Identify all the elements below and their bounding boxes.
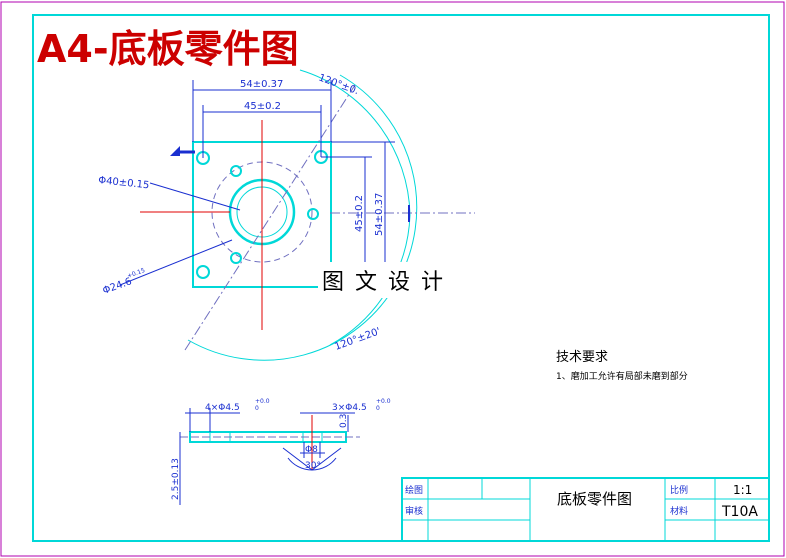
material-value: T10A <box>721 504 758 520</box>
section-view: 4×Φ4.5 +0.0 0 3×Φ4.5 +0.0 0 0.3 2.5±0.13… <box>171 398 391 505</box>
angle-bottom-label: 120°±20' <box>333 326 382 353</box>
holes-right-tol-upper: +0.0 <box>376 398 391 405</box>
leader-bore <box>149 182 241 211</box>
pitch-hole <box>230 252 242 264</box>
dim-outer-width: 54±0.37 <box>240 79 283 90</box>
dim-outer-height: 54±0.37 <box>374 193 385 236</box>
slot-dia-label: Φ8 <box>305 445 318 455</box>
slot-angle-arc <box>287 457 337 471</box>
dim-bore-dia: Φ40±0.15 <box>98 175 150 191</box>
material-label: 材料 <box>670 505 688 517</box>
title-block-frame <box>401 477 770 542</box>
holes-right-label: 3×Φ4.5 <box>332 403 367 413</box>
scale-label: 比例 <box>670 484 688 496</box>
drawing-title: A4-底板零件图 <box>37 27 299 71</box>
notes-item-1: 1、磨加工允许有局部未磨到部分 <box>556 370 688 382</box>
watermark-bg <box>318 262 468 298</box>
dim-inner-width: 45±0.2 <box>244 101 281 112</box>
main-view: 54±0.37 45±0.2 54±0.37 45±0.2 120°±0. 12… <box>98 69 475 361</box>
pitch-hole <box>230 165 242 177</box>
holes-right-tol-lower: 0 <box>376 405 380 412</box>
holes-left-tol-lower: 0 <box>255 405 259 412</box>
thickness-small-label: 0.3 <box>339 414 349 428</box>
scale-value: 1:1 <box>733 483 752 497</box>
dim-inner-height: 45±0.2 <box>354 195 365 232</box>
pitch-hole <box>307 208 319 220</box>
angle-top-label: 120°±0. <box>317 72 360 97</box>
centerline-diag <box>184 84 356 351</box>
reviewer-label: 审核 <box>405 505 423 517</box>
section-arrow-icon <box>170 146 180 156</box>
designer-label: 绘图 <box>405 484 423 496</box>
leader-pcd <box>119 239 233 286</box>
pattern-arc-top <box>299 69 411 216</box>
holes-left-label: 4×Φ4.5 <box>205 403 240 413</box>
title-block: 绘图 审核 底板零件图 比例 1:1 材料 T10A <box>401 477 770 542</box>
dim-pcd-tol: +0.15 <box>126 267 146 280</box>
corner-hole <box>196 265 210 279</box>
drawing-name: 底板零件图 <box>557 490 632 508</box>
holes-left-tol-upper: +0.0 <box>255 398 270 405</box>
notes-heading: 技术要求 <box>556 350 608 365</box>
watermark-text: 图 文 设 计 <box>322 270 445 295</box>
slot-angle-label: 30° <box>305 461 321 471</box>
thickness-label: 2.5±0.13 <box>171 458 181 500</box>
